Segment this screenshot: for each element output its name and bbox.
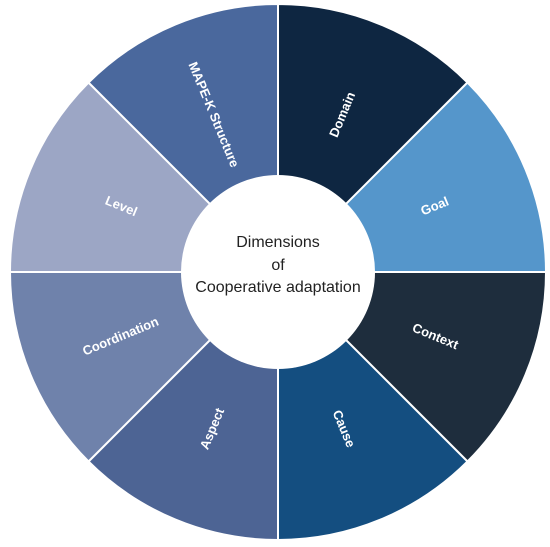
center-hub (181, 175, 375, 369)
center-title-line-1: Dimensions (236, 234, 320, 251)
center-title-line-2: of (271, 257, 285, 274)
center-title-line-3: Cooperative adaptation (195, 279, 360, 296)
